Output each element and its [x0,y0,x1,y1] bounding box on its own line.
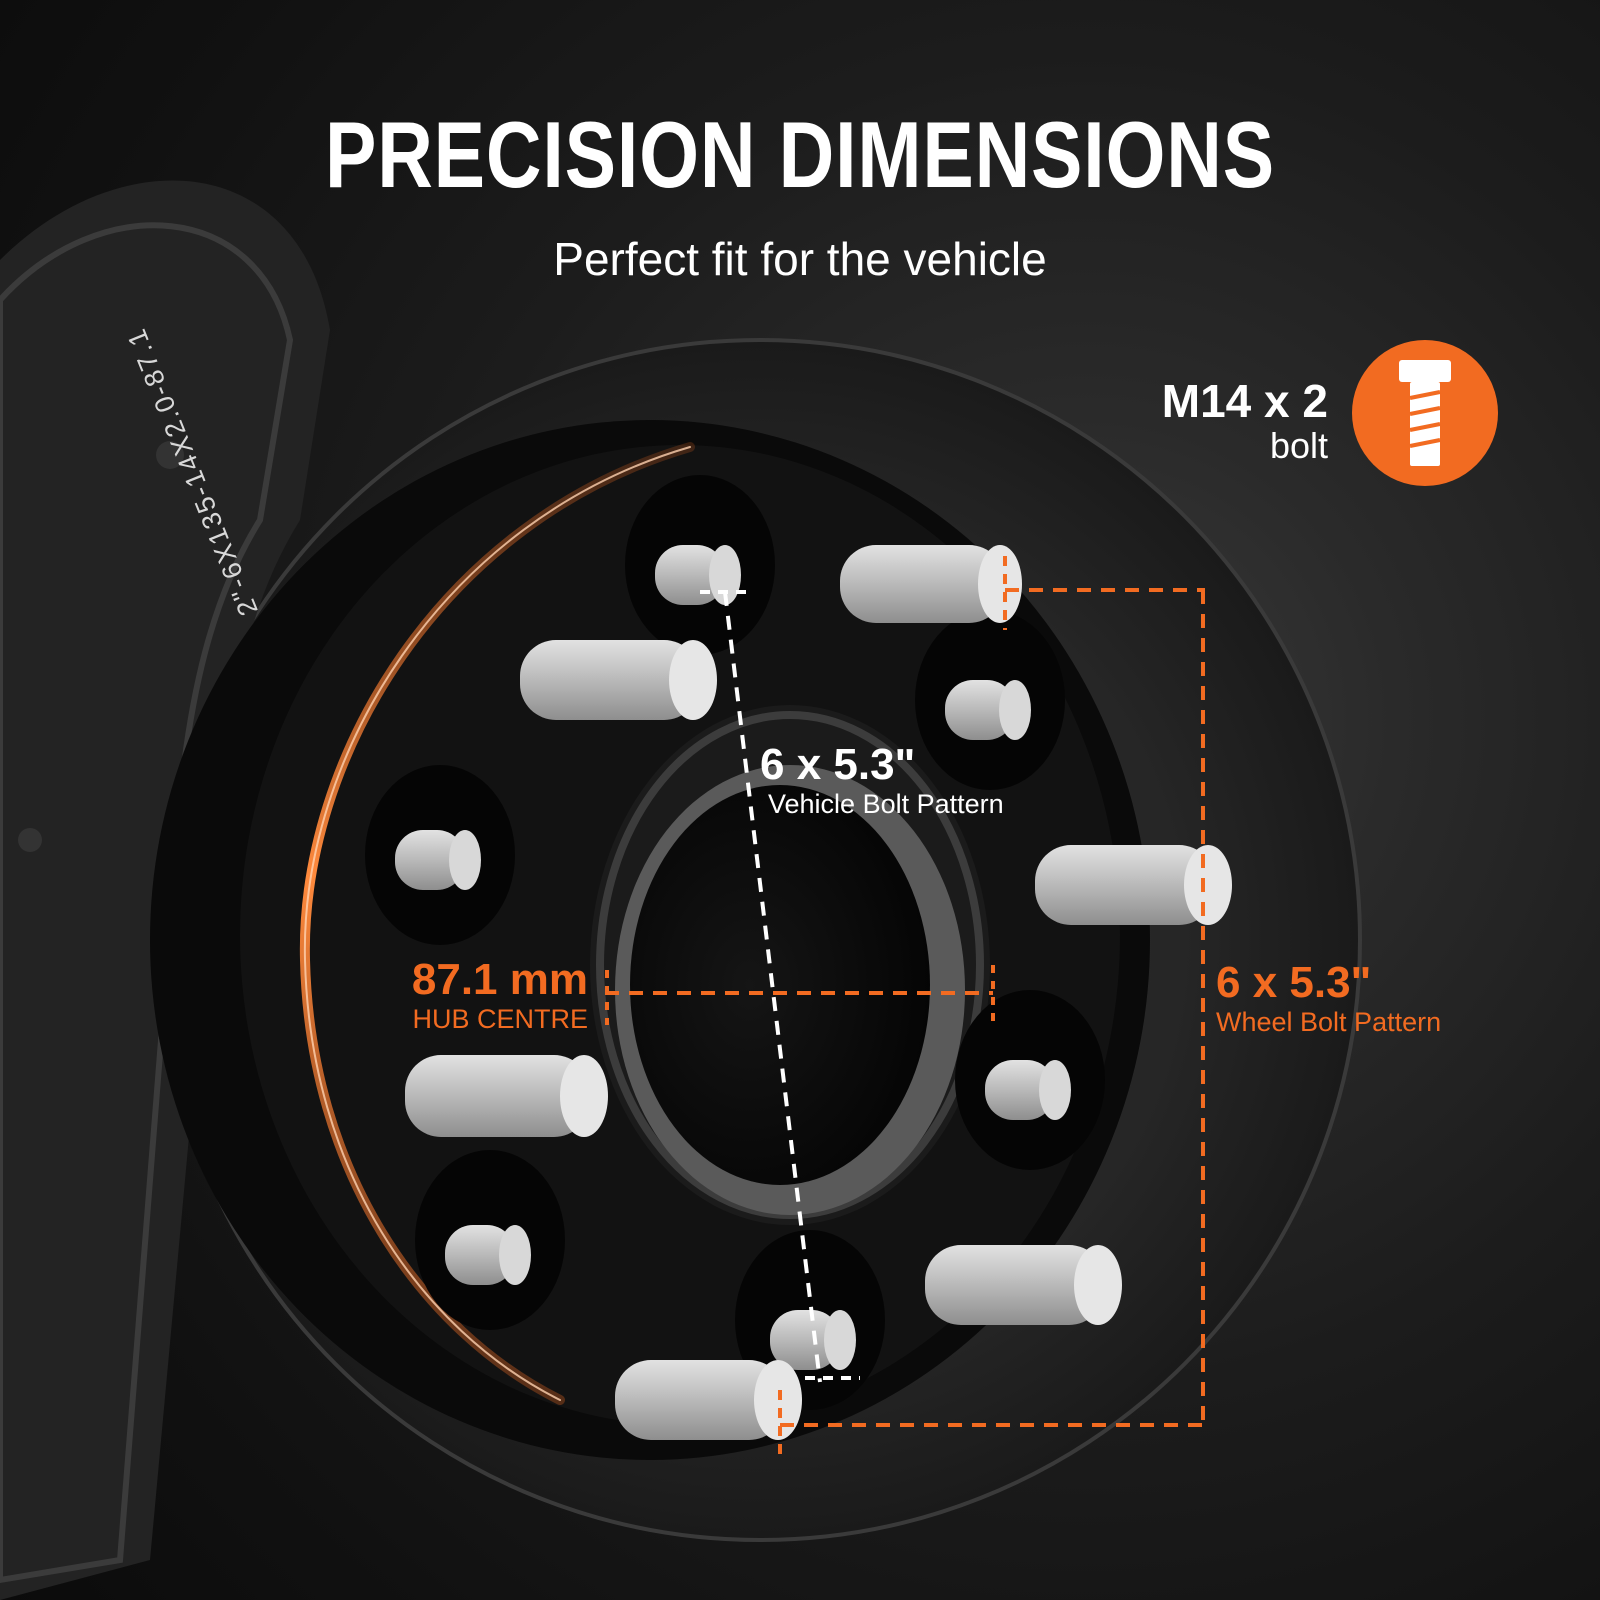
vehicle-bolt-pattern-value: 6 x 5.3" [760,740,916,789]
page-subtitle: Perfect fit for the vehicle [553,233,1047,285]
hub-centre-value: 87.1 mm [411,955,588,1004]
hub-bore [590,705,990,1225]
hub-centre-label: 87.1 mm HUB CENTRE [0,958,588,1033]
vehicle-bolt-pattern-caption: Vehicle Bolt Pattern [768,789,1004,819]
hub-centre-caption: HUB CENTRE [412,1004,588,1034]
vehicle-studs [395,545,1071,1370]
bolt-spec-value: M14 x 2 [1161,375,1328,427]
wheel-bolt-pattern-value: 6 x 5.3" [1216,958,1372,1007]
bolt-icon [1352,340,1498,486]
bolt-spec-unit: bolt [1269,425,1328,466]
vehicle-bolt-pattern-label: 6 x 5.3" Vehicle Bolt Pattern [760,743,1004,818]
wheel-bolt-pattern-caption: Wheel Bolt Pattern [1216,1007,1442,1037]
wheel-studs [405,545,1232,1440]
vehicle-bolt-pattern-line [700,590,860,1383]
wheel-bolt-pattern-label: 6 x 5.3" Wheel Bolt Pattern [1216,961,1441,1036]
hub-centre-line [605,965,995,1025]
page-title: PRECISION DIMENSIONS [324,102,1276,207]
bolt-spec: M14 x 2 bolt [1162,378,1328,464]
wheel-bolt-pattern-line [778,556,1205,1460]
